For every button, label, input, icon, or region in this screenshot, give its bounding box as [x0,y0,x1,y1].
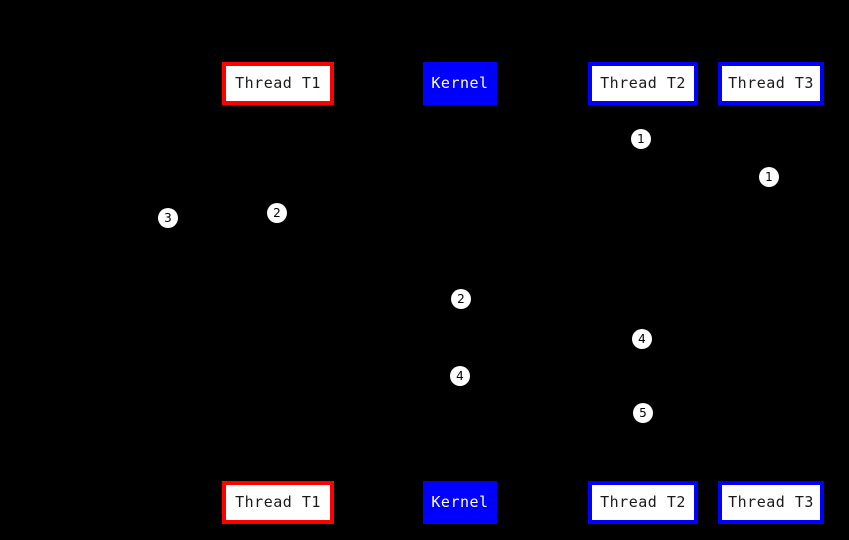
step-number-badge: 5 [633,403,653,423]
step-number-badge: 2 [451,289,471,309]
participant-header-t3[interactable]: Thread T3 [718,62,824,105]
message-arrow-m1 [643,136,771,142]
participant-header-t1[interactable]: Thread T1 [222,62,334,105]
participant-label: Thread T2 [600,493,686,511]
step-number-badge: 2 [267,203,287,223]
step-number-badge: 4 [450,366,470,386]
participant-label: Thread T1 [235,493,321,511]
participant-footer-kernel[interactable]: Kernel [423,481,497,524]
step-number-badge: 4 [632,329,652,349]
participant-footer-t3[interactable]: Thread T3 [718,481,824,524]
participant-footer-t2[interactable]: Thread T2 [588,481,698,524]
participant-label: Thread T2 [600,74,686,92]
participant-header-kernel[interactable]: Kernel [423,62,497,105]
step-number-badge: 1 [631,129,651,149]
participant-header-t2[interactable]: Thread T2 [588,62,698,105]
message-arrow-m4 [278,296,460,302]
message-arrow-m5 [460,336,643,342]
participant-label: Thread T3 [728,74,814,92]
participant-label: Thread T1 [235,74,321,92]
lifeline-t1 [278,105,279,481]
participant-label: Thread T3 [728,493,814,511]
step-number-badge: 3 [158,208,178,228]
message-arrow-m6 [278,373,460,379]
lifeline-t2 [643,105,644,481]
participant-label: Kernel [431,74,489,92]
step-number-badge: 1 [759,167,779,187]
participant-label: Kernel [431,493,489,511]
lifeline-t3 [771,105,772,481]
participant-footer-t1[interactable]: Thread T1 [222,481,334,524]
